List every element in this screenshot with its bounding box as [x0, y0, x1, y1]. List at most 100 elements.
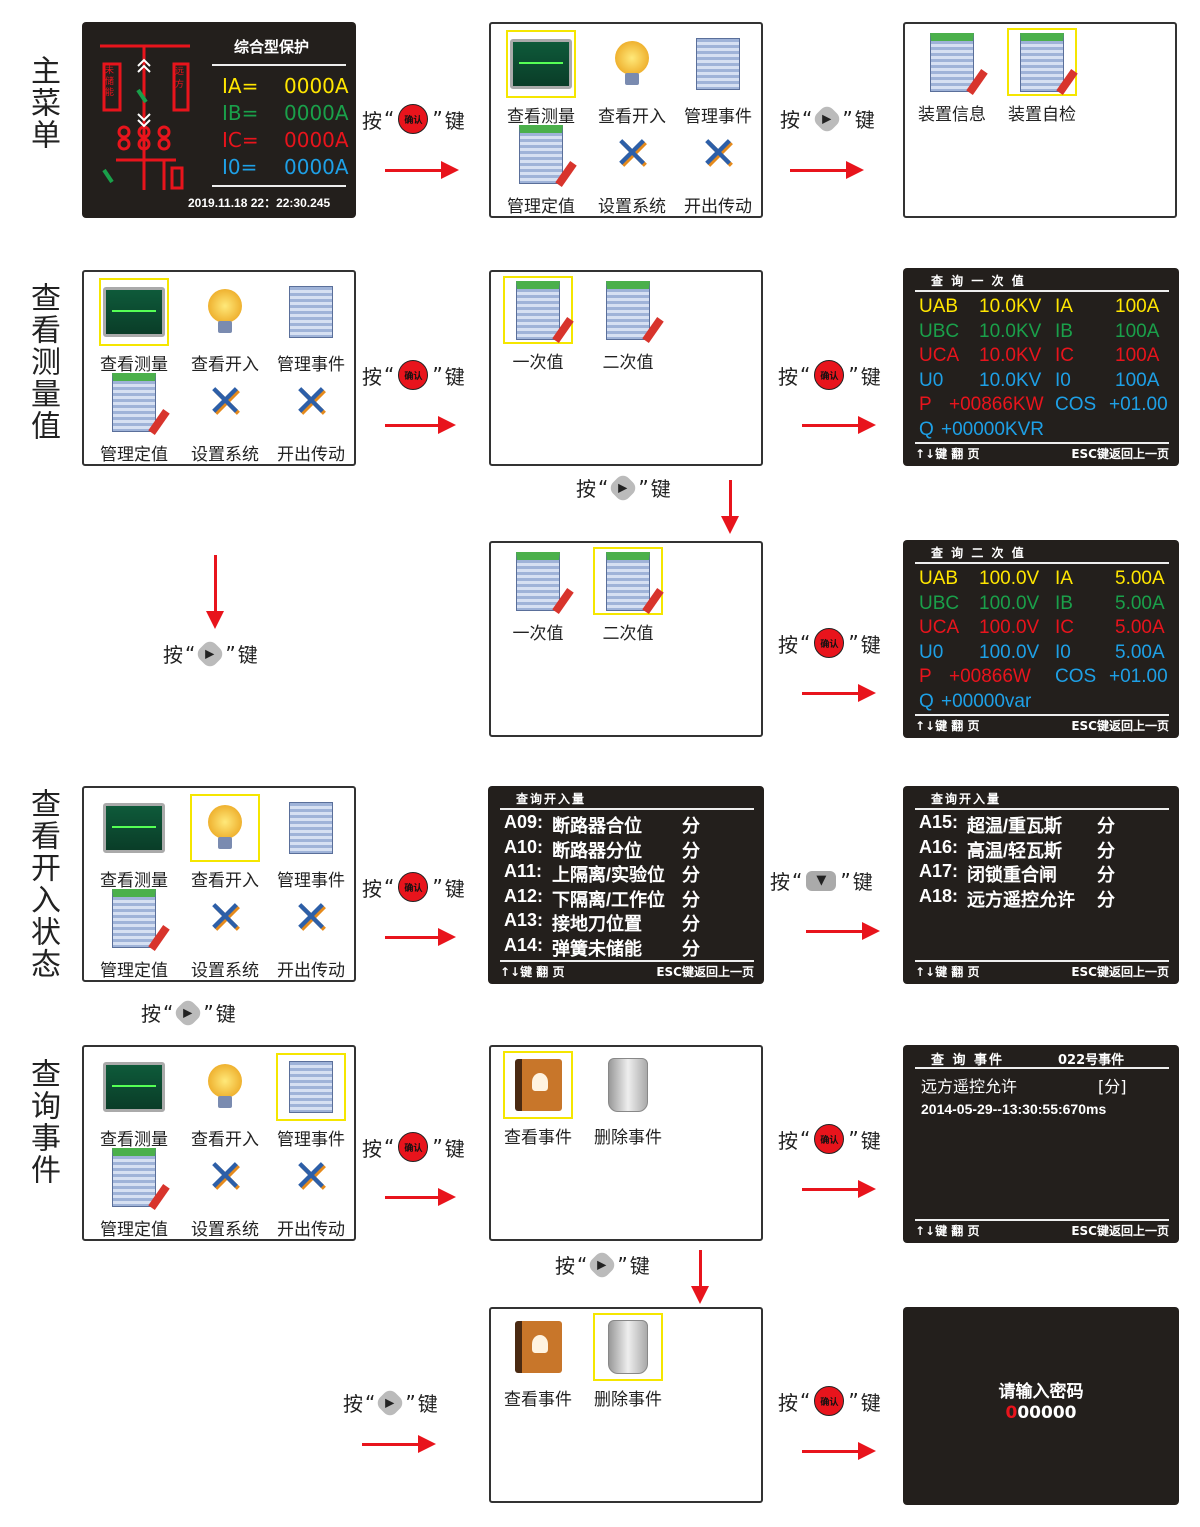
input-row: A10:断路器分位分: [504, 837, 756, 861]
menu-item[interactable]: 管理定值: [89, 368, 179, 465]
input-state: 分: [682, 889, 700, 910]
key-hint: 按“▶”键: [780, 102, 875, 135]
icon-frame: [99, 1053, 169, 1121]
menu-item[interactable]: 查看测量: [496, 30, 586, 127]
menu-item-label: 装置自检: [1008, 105, 1076, 125]
menu-item[interactable]: ✕设置系统: [587, 120, 677, 218]
input-name: 上隔离/实验位: [552, 865, 666, 885]
menu-item-label: 查看事件: [504, 1128, 572, 1148]
down-arrow: [691, 1250, 709, 1304]
icon-frame: ✕: [276, 368, 346, 436]
page-hint: ↑↓键 翻 页: [915, 965, 980, 979]
menu-item[interactable]: 管理事件: [673, 30, 763, 127]
menu-item[interactable]: ✕开出传动: [266, 884, 356, 982]
icon-frame: [1007, 28, 1077, 96]
menu-item-label: 查看测量: [507, 107, 575, 127]
icon-frame: [593, 1313, 663, 1381]
menu-item-label: 查看开入: [191, 1130, 259, 1150]
measure-label-2: COS: [1055, 666, 1097, 687]
tools-icon: ✕: [699, 128, 737, 179]
menu-item[interactable]: 二次值: [583, 276, 673, 373]
menu-item-label: 管理定值: [507, 197, 575, 217]
menu-item[interactable]: 管理事件: [266, 1053, 356, 1150]
menu-item[interactable]: 一次值: [493, 276, 583, 373]
hint-quote: “: [802, 106, 813, 131]
menu-item[interactable]: 查看开入: [180, 794, 270, 891]
measure-label: Q: [919, 418, 934, 440]
menu-item[interactable]: ✕开出传动: [266, 368, 356, 466]
menu-item[interactable]: 查看事件: [493, 1313, 583, 1410]
hint-press: 按: [576, 477, 596, 501]
section-label: 主菜单: [25, 55, 60, 151]
input-name: 高温/轻瓦斯: [967, 840, 1063, 861]
menu-item[interactable]: 查看开入: [587, 30, 677, 127]
key-hint: 按“▶”键: [576, 471, 671, 504]
menu-item[interactable]: ✕开出传动: [673, 120, 763, 218]
menu-item[interactable]: 查看测量: [89, 1053, 179, 1150]
password-input[interactable]: 000000: [903, 1403, 1179, 1423]
footer-divider: [500, 960, 754, 962]
icon-frame: [593, 1051, 663, 1119]
hint-quote: ”: [432, 107, 443, 131]
menu-item[interactable]: 查看测量: [89, 794, 179, 891]
menu-item-label: 设置系统: [191, 961, 259, 981]
right-arrow: [806, 922, 880, 940]
icon-frame: [190, 1053, 260, 1121]
input-row: A09:断路器合位分: [504, 812, 756, 836]
measure-label-2: I0: [1055, 369, 1071, 391]
hint-quote: ”: [848, 1389, 859, 1413]
menu-item[interactable]: 一次值: [493, 547, 583, 644]
settings-document-icon: [112, 1147, 156, 1207]
measure-value: +00000var: [941, 690, 1032, 712]
measure-label-2: I0: [1055, 641, 1071, 663]
input-row: A17:闭锁重合闸分: [919, 861, 1171, 885]
menu-item[interactable]: 查看事件: [493, 1051, 583, 1148]
esc-hint: ESC键返回上一页: [1071, 1224, 1169, 1238]
hint-key: 键: [237, 643, 258, 667]
menu-item[interactable]: ✕开出传动: [266, 1143, 356, 1241]
menu-item[interactable]: 管理事件: [266, 794, 356, 891]
menu-item[interactable]: 删除事件: [583, 1051, 673, 1148]
icon-frame: ✕: [276, 1143, 346, 1211]
hint-quote: “: [384, 1135, 395, 1159]
bulb-icon: [208, 1064, 242, 1110]
icon-frame: ✕: [190, 1143, 260, 1211]
menu-item-label: 查看开入: [598, 107, 666, 127]
measure-label: UAB: [919, 296, 959, 317]
hint-quote: ”: [848, 1127, 859, 1151]
menu-item[interactable]: 管理定值: [89, 884, 179, 981]
play-glyph: ▶: [597, 1257, 607, 1272]
main-screen-title: 综合型保护: [234, 38, 310, 56]
input-state: 分: [1097, 840, 1115, 861]
key-hint: 按“▶”键: [555, 1248, 650, 1281]
reading-value: 0000A: [284, 155, 349, 179]
menu-item[interactable]: 装置信息: [907, 28, 997, 125]
menu-item-label: 二次值: [602, 624, 654, 644]
hint-press: 按: [555, 1254, 575, 1278]
menu-item[interactable]: 查看开入: [180, 278, 270, 375]
menu-item[interactable]: 删除事件: [583, 1313, 673, 1410]
menu-item[interactable]: 二次值: [583, 547, 673, 644]
hint-press: 按: [362, 1136, 382, 1161]
menu-item[interactable]: 管理定值: [89, 1143, 179, 1240]
menu-item[interactable]: 管理定值: [496, 120, 586, 217]
menu-item[interactable]: ✕设置系统: [180, 1143, 270, 1241]
input-code: A12:: [504, 885, 544, 906]
menu-item[interactable]: 管理事件: [266, 278, 356, 375]
hint-press: 按: [362, 876, 382, 901]
measure-value-2: 100A: [1115, 296, 1160, 317]
menu-item[interactable]: ✕设置系统: [180, 884, 270, 982]
menu-item[interactable]: 查看开入: [180, 1053, 270, 1150]
menu-item[interactable]: ✕设置系统: [180, 368, 270, 466]
icon-frame: [276, 1053, 346, 1121]
menu-item[interactable]: 装置自检: [997, 28, 1087, 125]
key-hint: 按“确认”键: [362, 360, 465, 390]
hint-key: 键: [860, 1128, 881, 1153]
menu-item-label: 查看测量: [100, 355, 168, 375]
menu-item[interactable]: 查看测量: [89, 278, 179, 375]
right-arrow: [385, 928, 456, 946]
menu-item-label: 查看事件: [504, 1390, 572, 1410]
input-row: A12:下隔离/工作位分: [504, 886, 756, 910]
